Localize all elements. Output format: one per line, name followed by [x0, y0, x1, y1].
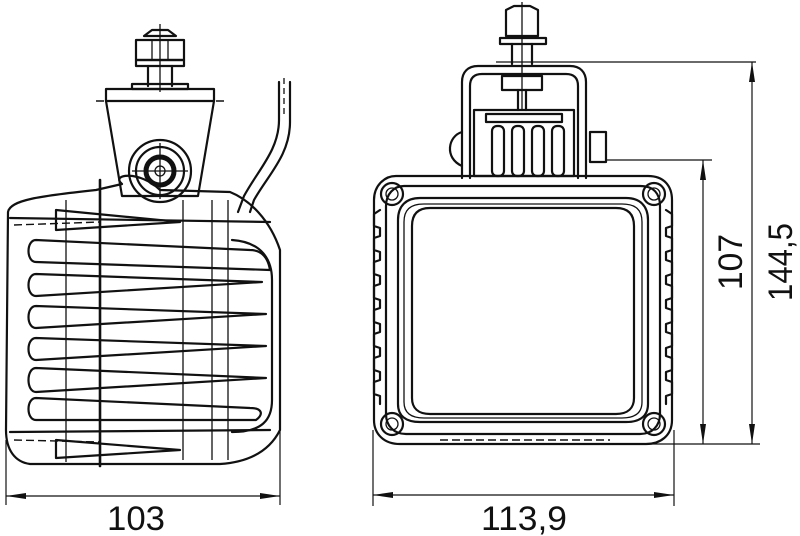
bracket-ribs	[490, 124, 566, 178]
label-lens-height: 107	[712, 234, 750, 290]
pivot-bolt-icon	[127, 138, 193, 204]
front-bracket	[448, 61, 756, 180]
dimension-overall-height	[749, 62, 755, 444]
dimension-front-width	[372, 430, 675, 506]
dimension-side-width	[5, 430, 281, 505]
corner-screw-icon	[379, 181, 667, 437]
label-overall-height: 144,5	[762, 223, 800, 301]
dimension-lens-height	[700, 160, 706, 444]
front-view	[372, 2, 760, 506]
front-nut-icon	[498, 2, 548, 110]
mount-nut-icon	[130, 24, 190, 92]
label-side-width: 103	[107, 500, 165, 536]
cooling-fins	[27, 238, 272, 422]
side-view	[4, 24, 292, 505]
cable	[236, 80, 292, 214]
side-housing	[4, 174, 282, 468]
front-housing	[372, 174, 760, 446]
label-front-width: 113,9	[481, 500, 567, 536]
lens	[410, 206, 636, 416]
